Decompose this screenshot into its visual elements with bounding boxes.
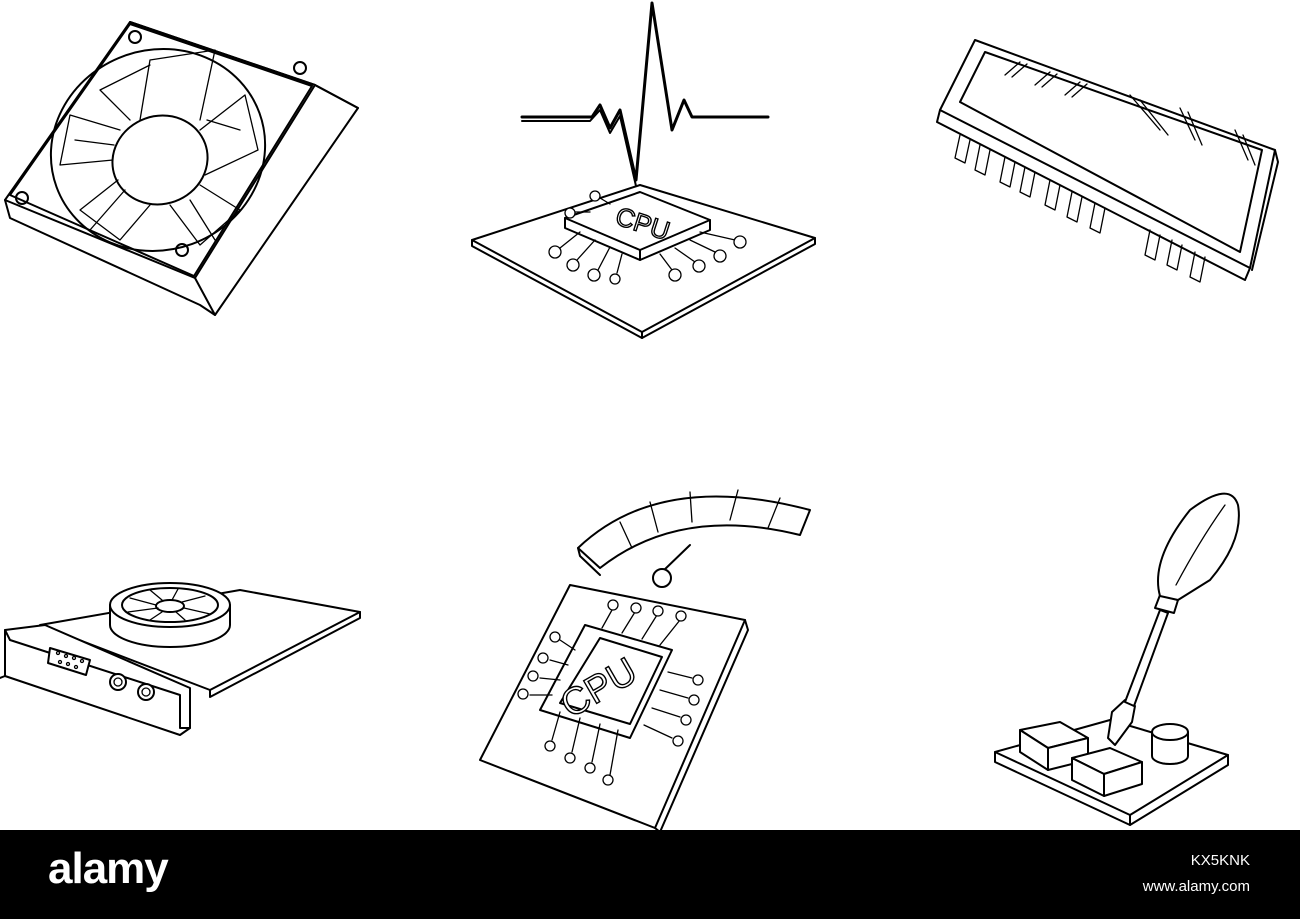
cpu-load-pulse-icon: CPU [471, 1, 816, 339]
alamy-logo: alamy [48, 844, 169, 893]
icon-set-canvas: CPU [0, 1, 1279, 830]
screwdriver-board-icon [994, 492, 1240, 826]
site-url: www.alamy.com [1142, 878, 1250, 895]
graphics-card-icon [0, 582, 361, 736]
stock-footer-bar: alamy KX5KNK www.alamy.com [0, 830, 1300, 919]
image-id: KX5KNK [1190, 852, 1250, 869]
ram-module-icon [936, 39, 1279, 283]
cooling-fan-icon [4, 21, 359, 316]
cpu-speed-gauge-icon: CPU [479, 489, 811, 830]
